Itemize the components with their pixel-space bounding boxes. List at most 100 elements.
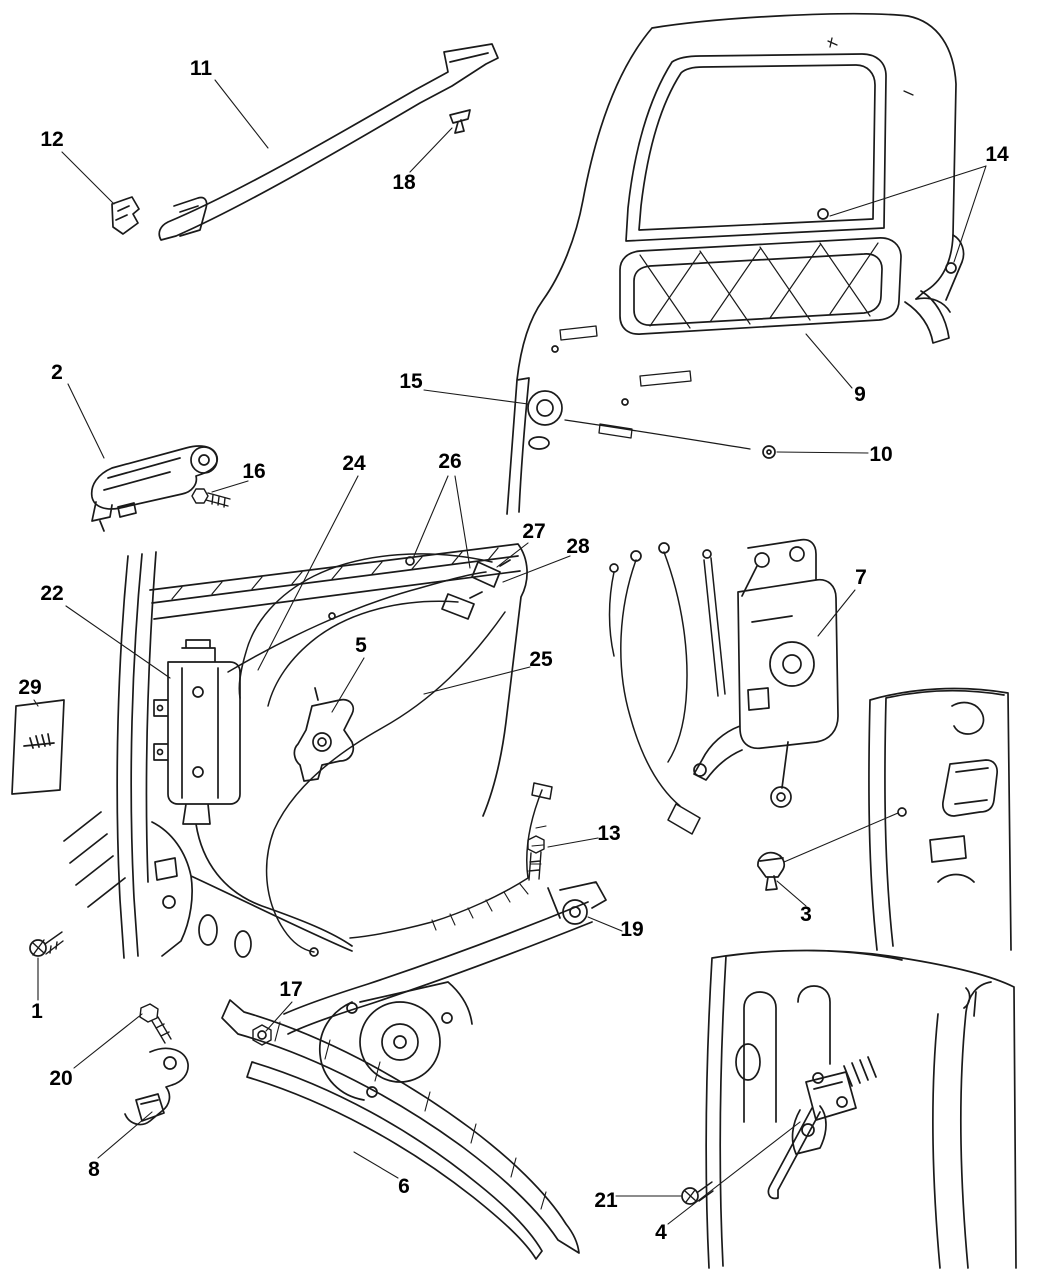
molding-end-cap: [174, 198, 207, 236]
bottom-right-pillar: [706, 950, 1016, 1268]
pillar-br-ribs: [744, 986, 976, 1122]
part-29-label-card: [12, 700, 64, 794]
part-12-clip: [112, 197, 139, 234]
latch-22-hole-b: [193, 767, 203, 777]
regulator-bolt-b: [442, 1013, 452, 1023]
pushpin-shape: [450, 110, 470, 133]
cable-grommet-a: [406, 557, 414, 565]
inner-panel-band-part-9: [620, 238, 901, 334]
panel-hole-b: [622, 399, 628, 405]
callout-22: 22: [40, 582, 64, 605]
panel-bottom-details: [64, 812, 352, 956]
pin-part-14-b: [946, 263, 956, 273]
screw-21-head: [682, 1188, 698, 1204]
bolt-20-shape: [140, 1004, 171, 1043]
callout-19: 19: [620, 918, 644, 941]
screw-16-shape: [192, 489, 230, 507]
bracket-5-hole-inner: [318, 738, 326, 746]
grommet-part-15: [528, 391, 562, 425]
cable-connectors: [442, 560, 510, 619]
callout-1: 1: [31, 1000, 43, 1023]
bracket-5-hole: [313, 733, 331, 751]
part-5-bracket: [294, 688, 353, 781]
lock-7-pivot-b: [790, 547, 804, 561]
striker-pivot: [802, 1124, 814, 1136]
lock-7-fork-pin: [694, 764, 706, 776]
arm-19-roller: [563, 900, 587, 924]
latch-22-pin-b: [158, 750, 163, 755]
regulator-hub: [394, 1036, 406, 1048]
pillar-details: [930, 703, 997, 882]
panel-slot-a: [199, 915, 217, 945]
door-upper-panel: [507, 14, 964, 514]
rail-lower-strip: [247, 1062, 542, 1259]
callout-29: 29: [18, 676, 42, 699]
rail-6-hatch: [275, 1022, 546, 1209]
cable-end-a: [631, 551, 641, 561]
leaders: [34, 80, 986, 1224]
clip-shape: [112, 197, 139, 234]
latch-22-pin-a: [158, 706, 163, 711]
part-8-bracket: [125, 1048, 188, 1124]
leader-lines: [34, 80, 986, 1224]
callout-6: 6: [398, 1175, 410, 1198]
door-right-bracket: [905, 235, 964, 343]
lock-7-lever-eye: [771, 787, 791, 807]
part-7-lock-assembly: [610, 540, 839, 834]
callout-18: 18: [392, 171, 416, 194]
part-11-upper-molding: [159, 44, 498, 240]
molding-outline: [159, 44, 498, 240]
part-3-clip: [758, 853, 784, 890]
part-22-latch-presenter: [154, 640, 352, 946]
lock-7-drum-inner: [783, 655, 801, 673]
callout-15: 15: [399, 370, 423, 393]
rod-end: [703, 550, 711, 558]
callout-9: 9: [854, 383, 866, 406]
lock-7-drum: [770, 642, 814, 686]
lock-7-pivot-a: [755, 553, 769, 567]
right-pillar-panel: [869, 689, 1011, 950]
rail-part-6: [222, 1000, 579, 1253]
cable-grommet-b: [329, 613, 335, 619]
regulator-bolt-a: [347, 1003, 357, 1013]
lock-7-body: [694, 540, 838, 788]
part-1-screw: [30, 932, 63, 956]
panel-hole-a: [552, 346, 558, 352]
cable-end-c: [610, 564, 618, 572]
bolt-13-shape: [528, 836, 544, 880]
pillar-edges: [869, 689, 1011, 950]
cables-24-25-26-27-28: [228, 554, 510, 956]
part-2-exterior-handle: [92, 446, 218, 531]
part-16-screw: [192, 489, 230, 507]
callout-2: 2: [51, 361, 63, 384]
part-17-nut: [253, 1025, 271, 1045]
latch-22-body: [154, 640, 352, 946]
part-18-pushpin: [450, 110, 470, 133]
panel-lattice: [640, 243, 878, 328]
callout-17: 17: [279, 978, 303, 1001]
callout-8: 8: [88, 1158, 100, 1181]
handle-end-cap: [191, 447, 217, 473]
screw-1-shaft: [33, 932, 63, 955]
panel-hinge-hole: [163, 896, 175, 908]
bracket-8-hole: [164, 1057, 176, 1069]
cable-end-loop: [310, 948, 318, 956]
callout-25: 25: [529, 648, 553, 671]
callout-14: 14: [985, 143, 1009, 166]
callout-5: 5: [355, 634, 367, 657]
clip-3-shape: [758, 853, 784, 890]
pin-part-14-a: [818, 209, 828, 219]
cable-runs: [228, 554, 505, 952]
callout-24: 24: [342, 452, 366, 475]
nut-17-hole: [258, 1031, 266, 1039]
screw-1-head: [30, 940, 46, 956]
card-29-shape: [12, 700, 64, 794]
callout-3: 3: [800, 903, 812, 926]
callout-7: 7: [855, 566, 867, 589]
callout-11: 11: [189, 57, 213, 80]
part-21-screw: [682, 1182, 713, 1204]
lock-7-lever-eye-inner: [777, 793, 785, 801]
callout-12: 12: [40, 128, 64, 151]
callout-21: 21: [594, 1189, 618, 1212]
